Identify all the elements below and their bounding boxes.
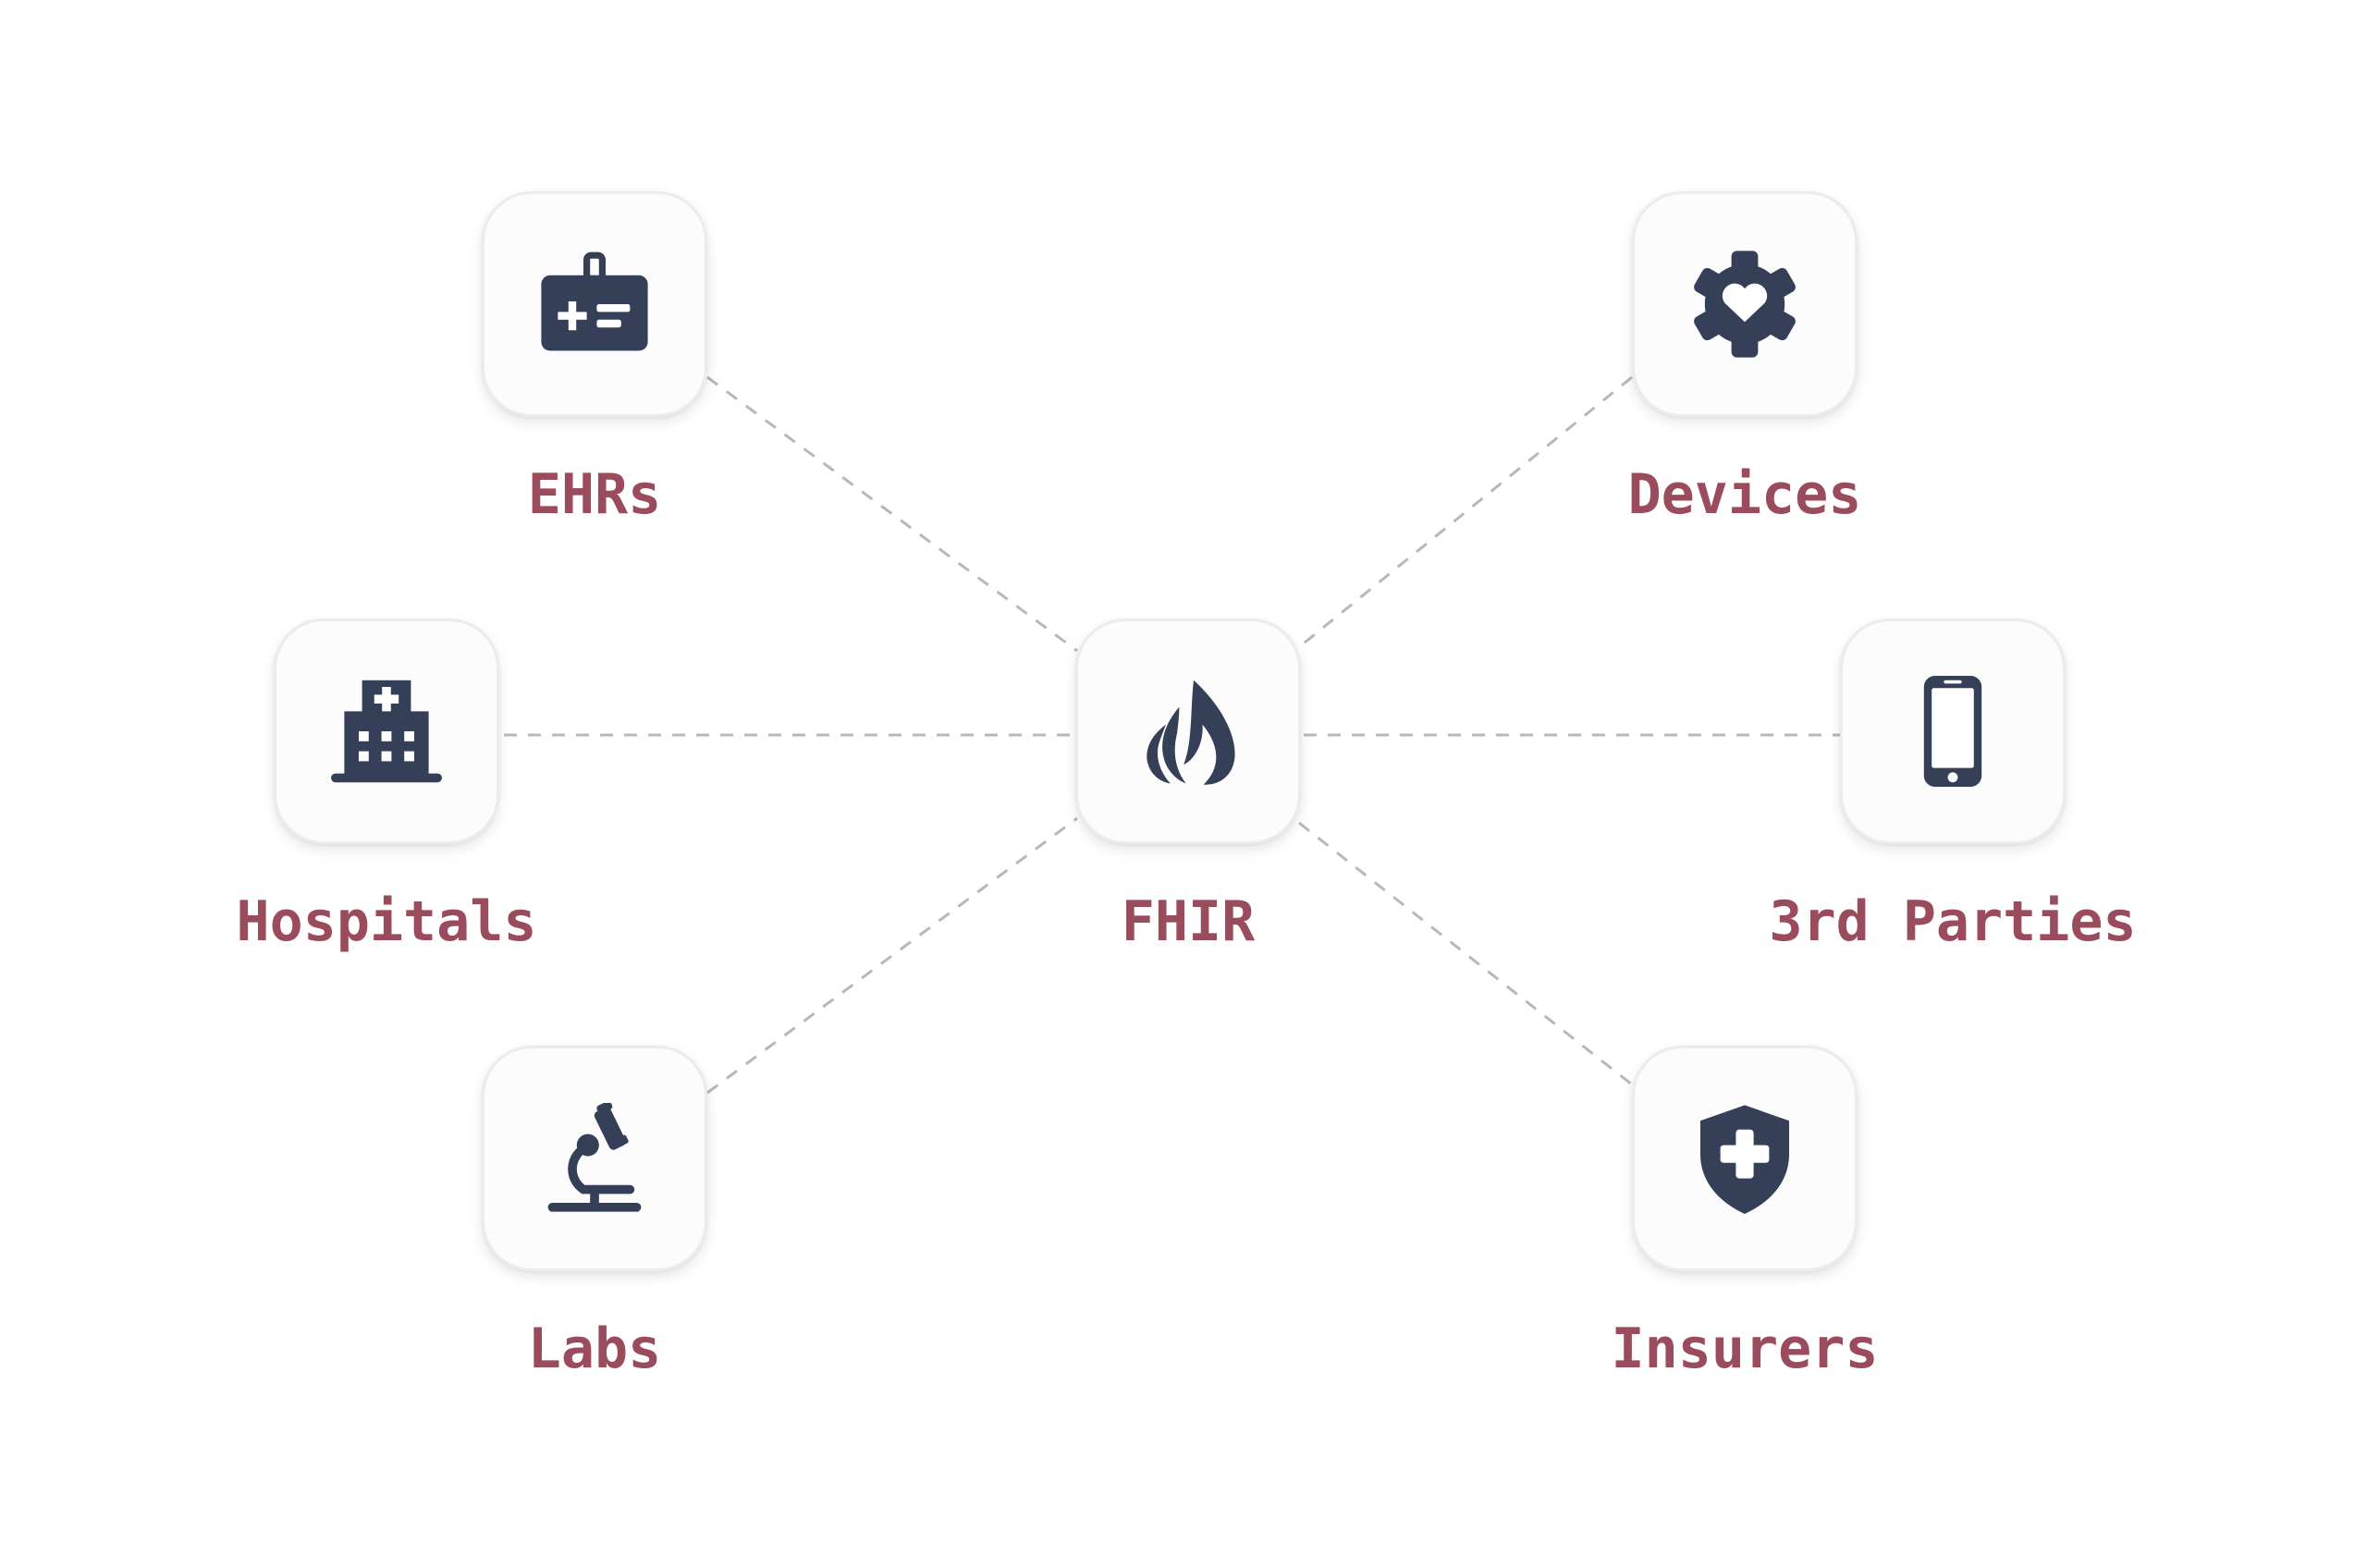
connector-ehrs bbox=[706, 375, 1078, 653]
connector-insurers bbox=[1298, 821, 1637, 1090]
hospitals-label: Hospitals bbox=[236, 889, 537, 954]
devices-label: Devices bbox=[1627, 462, 1862, 527]
third-parties-label: 3rd Parties bbox=[1769, 889, 2137, 954]
flame-icon bbox=[1147, 680, 1235, 785]
insurers-tile bbox=[1632, 1046, 1858, 1271]
fhir-label: FHIR bbox=[1121, 889, 1256, 954]
ehrs-label: EHRs bbox=[527, 462, 662, 527]
fhir-hub-tile bbox=[1075, 619, 1301, 844]
smartphone-icon bbox=[1923, 676, 1982, 787]
hospital-building-icon bbox=[331, 680, 442, 783]
medical-id-card-icon bbox=[541, 251, 648, 351]
insurers-label: Insurers bbox=[1611, 1317, 1879, 1381]
labs-tile bbox=[482, 1046, 707, 1271]
ehrs-tile bbox=[482, 191, 707, 417]
connector-labs bbox=[706, 816, 1078, 1095]
connector-devices bbox=[1294, 375, 1633, 653]
hospitals-tile bbox=[274, 619, 499, 844]
devices-tile bbox=[1632, 191, 1858, 417]
labs-label: Labs bbox=[527, 1317, 662, 1381]
microscope-icon bbox=[547, 1103, 642, 1212]
third-parties-tile bbox=[1840, 619, 2066, 844]
gear-heart-icon bbox=[1694, 251, 1796, 358]
shield-plus-icon bbox=[1700, 1105, 1789, 1214]
